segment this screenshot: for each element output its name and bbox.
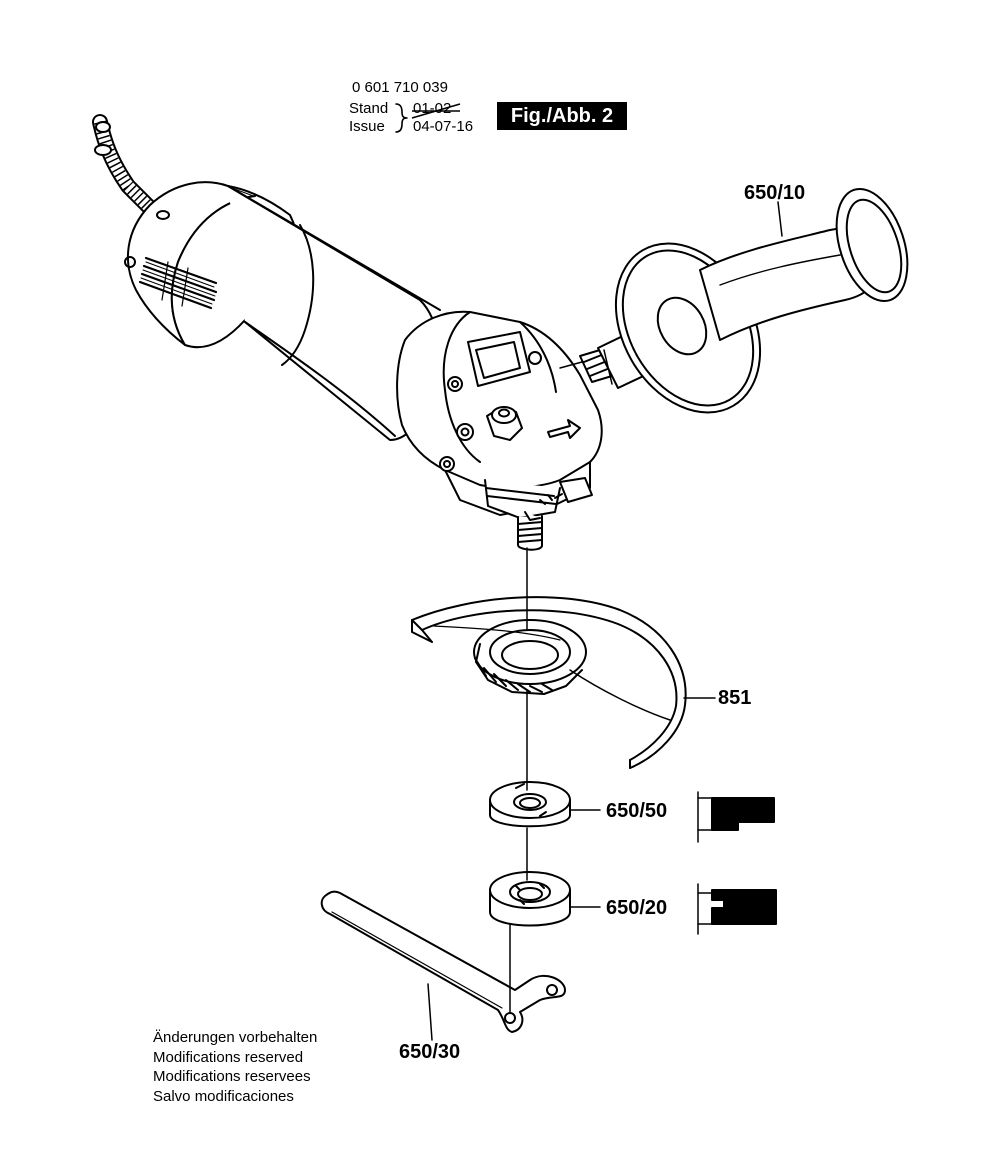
figure-label: Fig./Abb. 2 [497, 102, 627, 130]
notice-line: Salvo modificaciones [153, 1087, 294, 1105]
modifications-notice: Änderungen vorbehalten Modifications res… [153, 1028, 317, 1106]
stand-date-struck: 01-02 [413, 100, 452, 117]
side-handle-drawing [579, 187, 909, 414]
stand-label: Stand [349, 100, 389, 117]
nut-profile-symbol [697, 883, 777, 935]
header-brace [395, 103, 408, 133]
issue-label: Issue [349, 118, 385, 135]
power-cord-drawing [92, 114, 156, 214]
wheel-guard-drawing [411, 596, 687, 769]
issue-date: 04-07-16 [413, 118, 474, 135]
callout-clamp-nut: 650/20 [606, 897, 668, 919]
notice-line: Änderungen vorbehalten [153, 1029, 318, 1046]
pin-spanner-drawing [320, 890, 566, 1033]
callout-guard: 851 [718, 687, 752, 709]
strike-through-mark [411, 103, 461, 119]
callout-side-handle: 650/10 [744, 182, 806, 204]
flange-profile-symbol [697, 791, 775, 843]
part-number: 0 601 710 039 [352, 79, 448, 96]
callout-spanner: 650/30 [399, 1041, 461, 1063]
assembly-axis-lines [509, 361, 583, 1013]
callout-inner-flange: 650/50 [606, 800, 668, 822]
notice-line: Modifications reservees [153, 1068, 311, 1085]
grinder-housing-drawing [124, 181, 603, 551]
notice-line: Modifications reserved [153, 1048, 304, 1066]
leader-lines [427, 201, 783, 1041]
clamp-nut-drawing [489, 871, 571, 927]
inner-flange-drawing [489, 781, 571, 828]
